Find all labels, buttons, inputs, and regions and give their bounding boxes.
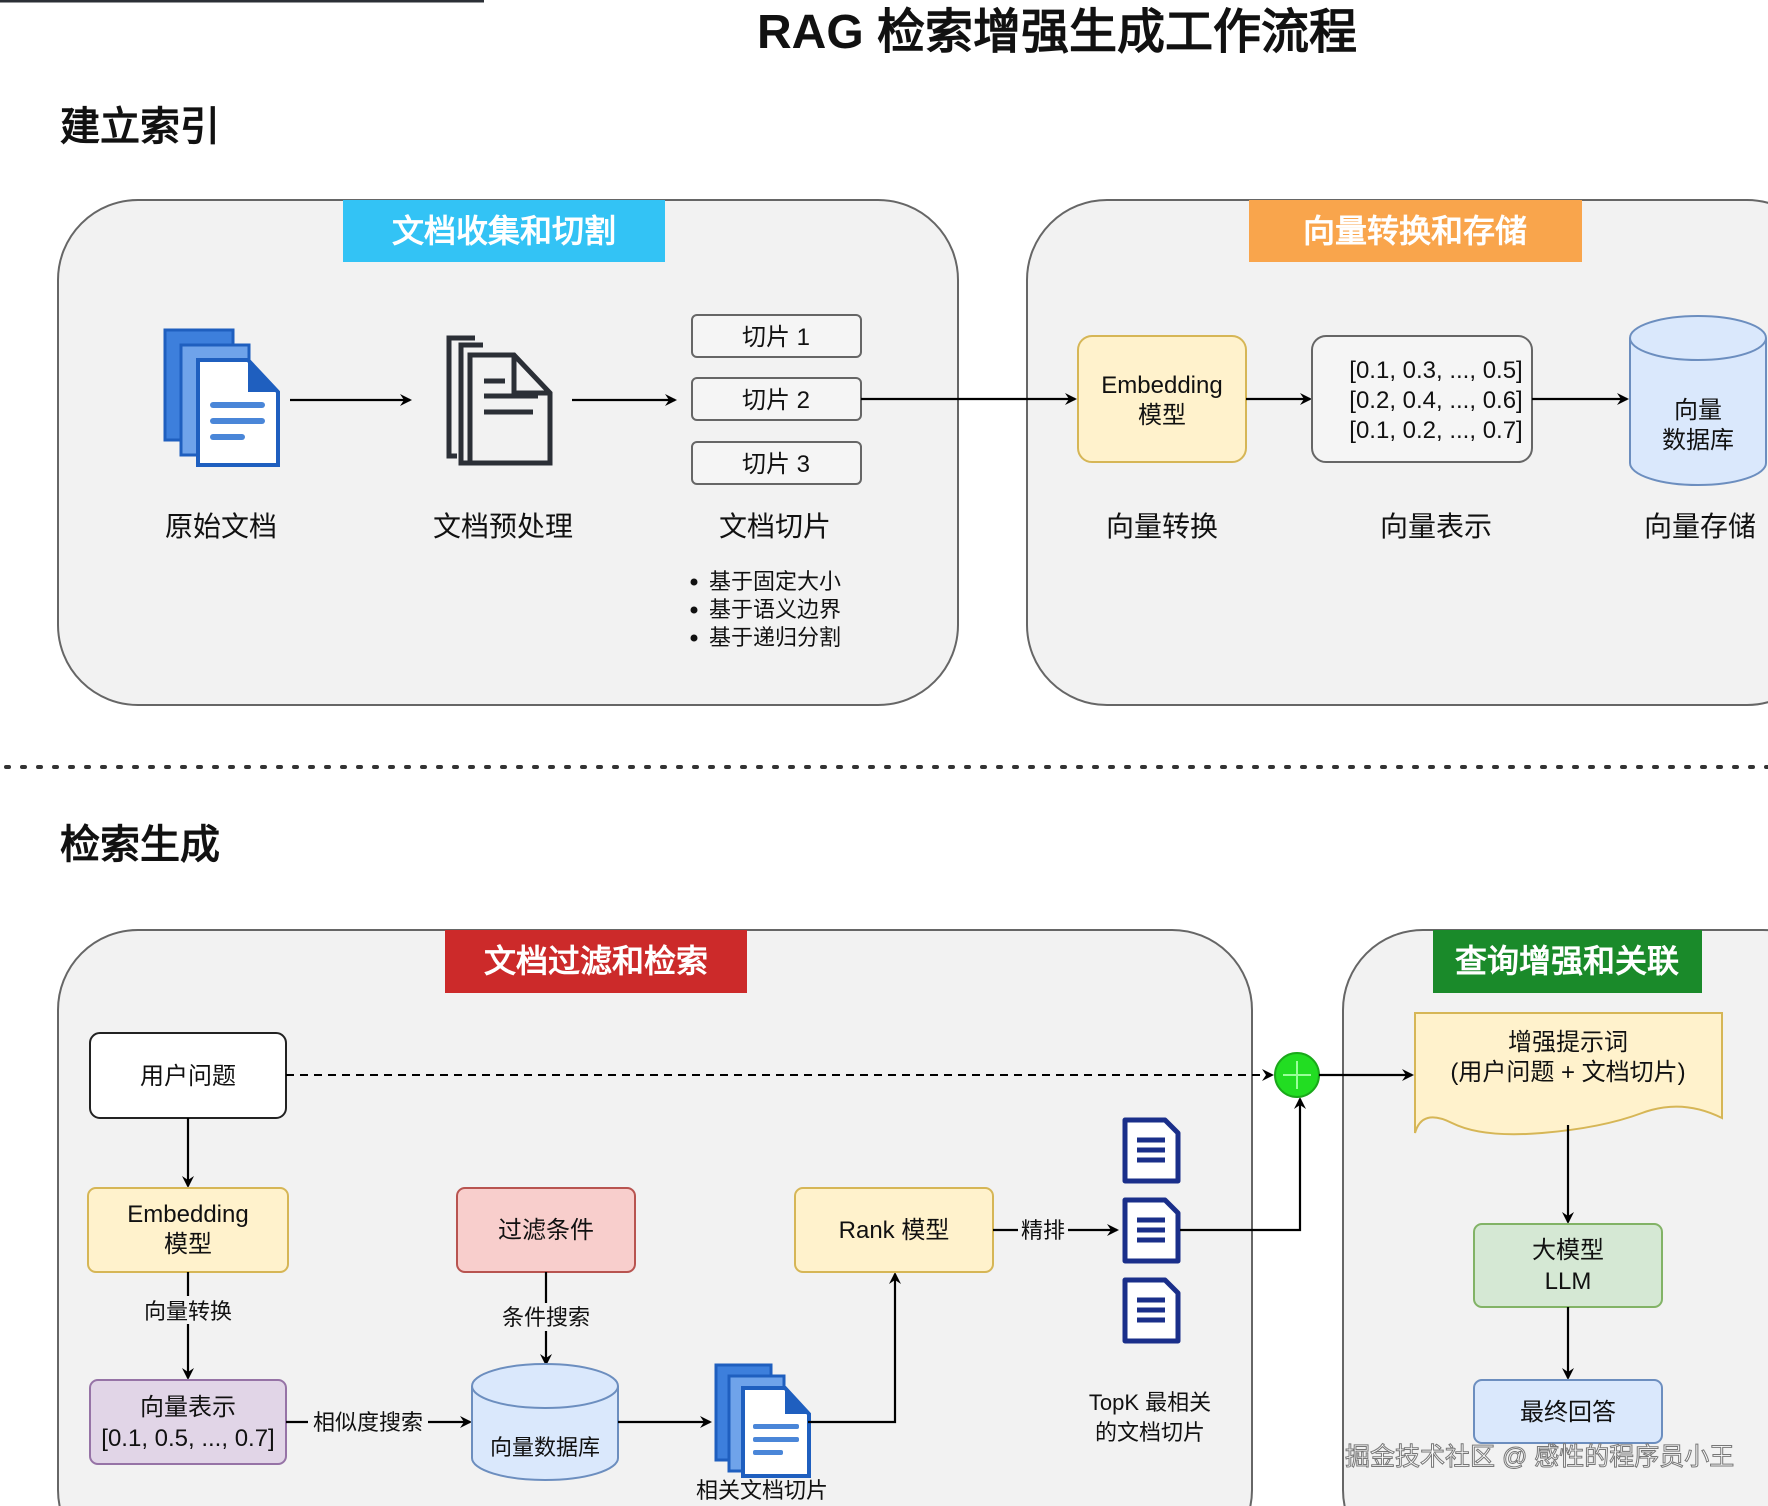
query-vector-box: 向量表示 [0.1, 0.5, ..., 0.7]: [89, 1379, 287, 1465]
svg-text:数据库: 数据库: [1662, 427, 1734, 454]
svg-text:增强提示词: 增强提示词: [1508, 1029, 1628, 1056]
svg-text:[0.1, 0.3, ..., 0.5]: [0.1, 0.3, ..., 0.5]: [1349, 357, 1522, 384]
svg-text:模型: 模型: [164, 1231, 212, 1258]
svg-text:向量: 向量: [1674, 397, 1722, 424]
filter-header-text: 文档过滤和检索: [484, 943, 708, 979]
filter-panel-header: [445, 930, 747, 993]
embedding-model-box: Embedding 模型: [1077, 335, 1247, 463]
vector-store-label: 向量存储: [1644, 511, 1756, 542]
vector-representation-box: [0.1, 0.3, ..., 0.5] [0.2, 0.4, ..., 0.6…: [1311, 335, 1533, 463]
embedding-model-box-retrieval: Embedding 模型: [87, 1187, 289, 1273]
raw-document-icon: [163, 328, 280, 467]
vector-header-text: 向量转换和存储: [1303, 213, 1527, 249]
vector-repr-label: 向量表示: [1380, 511, 1492, 542]
svg-text:基于固定大小: 基于固定大小: [709, 569, 841, 594]
svg-text:切片 3: 切片 3: [742, 451, 810, 478]
svg-text:向量表示: 向量表示: [140, 1394, 236, 1421]
edge-topk-to-merge: [1180, 1097, 1306, 1232]
svg-text:大模型: 大模型: [1532, 1237, 1604, 1264]
page-title: RAG 检索增强生成工作流程: [757, 6, 1357, 59]
condition-edge-label: 条件搜索: [502, 1305, 590, 1330]
vector-database-cylinder: 向量 数据库: [1629, 315, 1767, 486]
collect-header-text: 文档收集和切割: [392, 213, 616, 249]
svg-text:最终回答: 最终回答: [1520, 1399, 1616, 1426]
svg-text:Embedding: Embedding: [1101, 372, 1222, 399]
document-icon: [1122, 1277, 1181, 1344]
topk-label-line1: TopK 最相关: [1089, 1390, 1211, 1415]
document-icon: [1122, 1117, 1181, 1184]
svg-text:(用户问题 + 文档切片): (用户问题 + 文档切片): [1450, 1059, 1685, 1086]
user-question-box: 用户问题: [89, 1032, 287, 1119]
topk-label-line2: 的文档切片: [1095, 1420, 1205, 1445]
svg-text:[0.1, 0.2, ..., 0.7]: [0.1, 0.2, ..., 0.7]: [1349, 417, 1522, 444]
svg-text:基于递归分割: 基于递归分割: [709, 625, 841, 650]
llm-box: 大模型 LLM: [1473, 1223, 1663, 1308]
augmented-prompt-box: 增强提示词 (用户问题 + 文档切片): [1414, 1012, 1723, 1136]
final-answer-box: 最终回答: [1473, 1379, 1663, 1444]
watermark: 掘金技术社区 @ 感性的程序员小王: [1345, 1443, 1734, 1471]
svg-text:用户问题: 用户问题: [140, 1063, 236, 1090]
chunking-strategies: 基于固定大小 基于语义边界 基于递归分割: [690, 569, 841, 650]
vectorize-edge-label: 向量转换: [144, 1299, 232, 1324]
rerank-edge-label: 精排: [1021, 1218, 1065, 1243]
svg-text:Embedding: Embedding: [127, 1201, 248, 1228]
vector-db-cylinder-retrieval: 向量数据库: [471, 1363, 619, 1481]
filter-condition-box: 过滤条件: [456, 1187, 636, 1273]
edge-chunks-to-rank: [808, 1272, 901, 1424]
section-title-retrieval: 检索生成: [60, 823, 220, 867]
chunk-2: 切片 2: [691, 377, 862, 421]
svg-text:过滤条件: 过滤条件: [498, 1217, 594, 1244]
augment-header-text: 查询增强和关联: [1455, 943, 1679, 979]
augment-panel-header: [1433, 930, 1702, 993]
collect-panel: 文档收集和切割 切片 1 切片 2: [0, 0, 959, 706]
svg-text:切片 1: 切片 1: [742, 324, 810, 351]
chunks-label: 文档切片: [719, 511, 831, 542]
svg-text:向量数据库: 向量数据库: [490, 1435, 600, 1460]
rank-model-box: Rank 模型: [794, 1187, 994, 1273]
related-chunks-icon: [714, 1363, 811, 1478]
topk-doc-icons: [1122, 1117, 1181, 1344]
preprocess-document-icon: [0, 0, 553, 466]
vector-panel: 向量转换和存储 Embedding 模型 [0.1, 0.3, ..., 0.5…: [1026, 199, 1768, 706]
related-chunks-label: 相关文档切片: [696, 1478, 828, 1503]
preprocess-label: 文档预处理: [433, 511, 573, 542]
section-title-indexing: 建立索引: [60, 105, 220, 149]
merge-plus-icon: [1274, 1052, 1320, 1098]
svg-text:切片 2: 切片 2: [742, 387, 810, 414]
vector-panel-header: [1249, 200, 1582, 262]
document-icon: [1122, 1197, 1181, 1264]
raw-doc-label: 原始文档: [165, 511, 277, 542]
svg-text:[0.1, 0.5, ..., 0.7]: [0.1, 0.5, ..., 0.7]: [101, 1425, 274, 1452]
svg-text:Rank 模型: Rank 模型: [839, 1217, 950, 1244]
similarity-edge-label: 相似度搜索: [313, 1410, 423, 1435]
svg-text:LLM: LLM: [1545, 1268, 1592, 1295]
collect-panel-header: [343, 200, 665, 262]
vectorize-label: 向量转换: [1106, 511, 1218, 542]
svg-text:模型: 模型: [1138, 402, 1186, 429]
chunk-1: 切片 1: [691, 314, 862, 358]
filter-panel: 文档过滤和检索 用户问题 Embedding 模型 向量转换 向量表示 [0.1…: [57, 929, 1253, 1506]
svg-text:[0.2, 0.4, ..., 0.6]: [0.2, 0.4, ..., 0.6]: [1349, 387, 1522, 414]
augment-panel: 查询增强和关联 增强提示词 (用户问题 + 文档切片) 大模型 LLM 最终回答: [1342, 929, 1768, 1506]
chunk-3: 切片 3: [691, 441, 862, 485]
svg-text:基于语义边界: 基于语义边界: [709, 597, 841, 622]
